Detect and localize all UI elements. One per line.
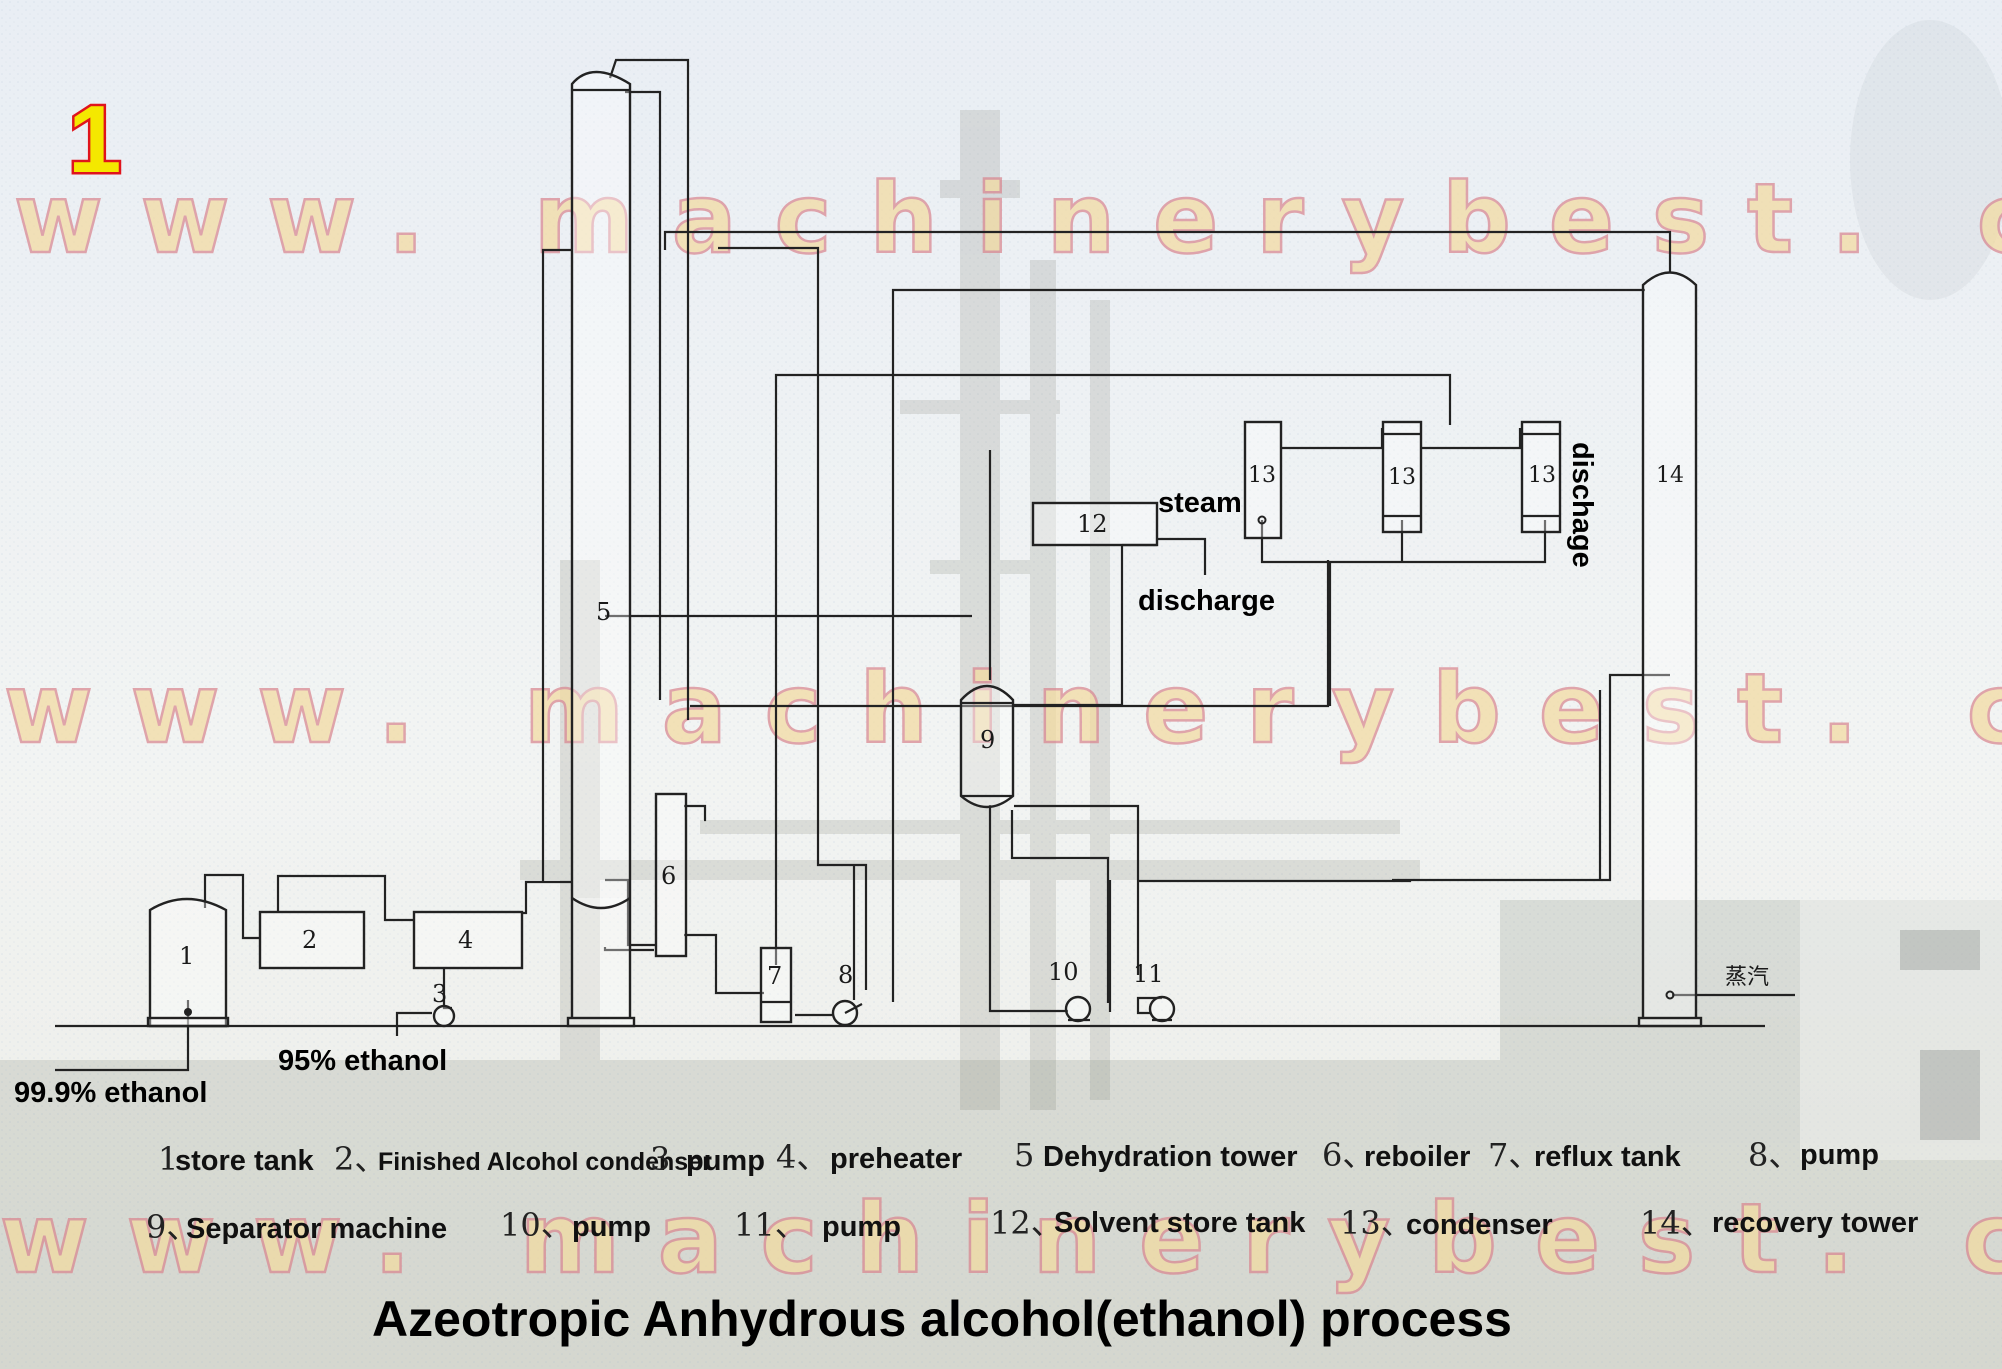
legend-num-6: 6、 [1322, 1136, 1374, 1174]
steam-label: steam [1158, 487, 1242, 519]
legend-num-4: 4、 [776, 1138, 828, 1176]
legend-num-2: 2、 [334, 1140, 386, 1178]
label-13c: 13 [1528, 463, 1556, 488]
piping [55, 58, 1795, 1072]
condenser-2 [258, 910, 366, 970]
label-2: 2 [302, 926, 317, 954]
condenser-13a [1243, 420, 1283, 540]
legend-num-7: 7、 [1488, 1136, 1540, 1174]
legend-text-10: pump [572, 1211, 651, 1243]
legend-num-3: 3 [650, 1140, 670, 1178]
label-9: 9 [980, 726, 995, 754]
preheater-4 [412, 910, 524, 970]
legend-num-5: 5 [1014, 1136, 1034, 1174]
legend-num-11: 11、 [734, 1206, 807, 1244]
watermark-top: www. machinerybest. com [14, 163, 2002, 275]
legend-num-12: 12、 [990, 1204, 1063, 1242]
dehydration-tower-5 [566, 70, 636, 1028]
legend-text-11: pump [822, 1211, 901, 1243]
legend-num-14: 14、 [1640, 1204, 1713, 1242]
dischage-label: dischage [1566, 442, 1598, 568]
pump-3 [432, 1004, 456, 1028]
legend-row-2: 9、 Separator machine 10、 pump 11、 pump 1… [146, 1204, 1918, 1246]
label-13b: 13 [1388, 465, 1416, 490]
label-1: 1 [179, 942, 194, 970]
legend-text-9: Separator machine [186, 1213, 447, 1245]
legend-text-3: pump [686, 1145, 765, 1177]
condenser-13c [1520, 420, 1562, 534]
reflux-tank-7 [759, 946, 793, 1024]
diagram-title: Azeotropic Anhydrous alcohol(ethanol) pr… [372, 1291, 1512, 1347]
legend-text-13: condenser [1406, 1209, 1553, 1241]
watermark-middle: www. machinerybest. com [4, 653, 2002, 765]
label-6: 6 [661, 862, 676, 890]
legend-text-2: Finished Alcohol condenser [378, 1148, 712, 1176]
store-tank-1 [146, 897, 230, 1028]
discharge-label: discharge [1138, 585, 1275, 617]
legend-text-8: pump [1800, 1139, 1879, 1171]
solvent-store-tank-12 [1031, 501, 1159, 547]
label-12: 12 [1077, 510, 1108, 538]
legend-num-9: 9、 [146, 1208, 198, 1246]
ethanol-95-label: 95% ethanol [278, 1045, 447, 1077]
label-3: 3 [432, 980, 447, 1008]
reboiler-6 [654, 792, 688, 958]
page-number-badge: 1 [68, 86, 121, 193]
legend-num-8: 8、 [1748, 1136, 1800, 1174]
label-4: 4 [458, 926, 473, 954]
pump-8 [831, 999, 863, 1027]
legend-num-13: 13、 [1340, 1204, 1413, 1242]
label-10: 10 [1048, 958, 1079, 986]
label-7: 7 [767, 962, 782, 990]
legend-text-4: preheater [830, 1143, 962, 1175]
legend-num-10: 10、 [500, 1206, 573, 1244]
recovery-tower-14 [1637, 271, 1703, 1028]
legend-text-7: reflux tank [1534, 1141, 1682, 1173]
legend-num-1: 1 [158, 1140, 178, 1178]
label-11: 11 [1133, 960, 1164, 988]
steam-cn-label: 蒸汽 [1725, 965, 1769, 990]
legend-text-5: Dehydration tower [1043, 1141, 1298, 1173]
legend-text-12: Solvent store tank [1054, 1207, 1306, 1239]
separator-9 [959, 684, 1015, 809]
label-8: 8 [838, 961, 853, 989]
label-5: 5 [596, 598, 611, 626]
label-14: 14 [1656, 463, 1684, 488]
legend-row-1: 1 store tank 2、 Finished Alcohol condens… [158, 1136, 1879, 1178]
legend-text-6: reboiler [1364, 1141, 1470, 1173]
pump-10 [1064, 995, 1092, 1023]
watermark-bottom: www. machinerybest. com [0, 1183, 2002, 1295]
condenser-13b [1381, 420, 1423, 534]
legend-text-14: recovery tower [1712, 1207, 1918, 1239]
ethanol-999-label: 99.9% ethanol [14, 1077, 207, 1109]
legend-text-1: store tank [175, 1145, 314, 1177]
label-13a: 13 [1248, 463, 1276, 488]
pump-11 [1148, 995, 1176, 1023]
